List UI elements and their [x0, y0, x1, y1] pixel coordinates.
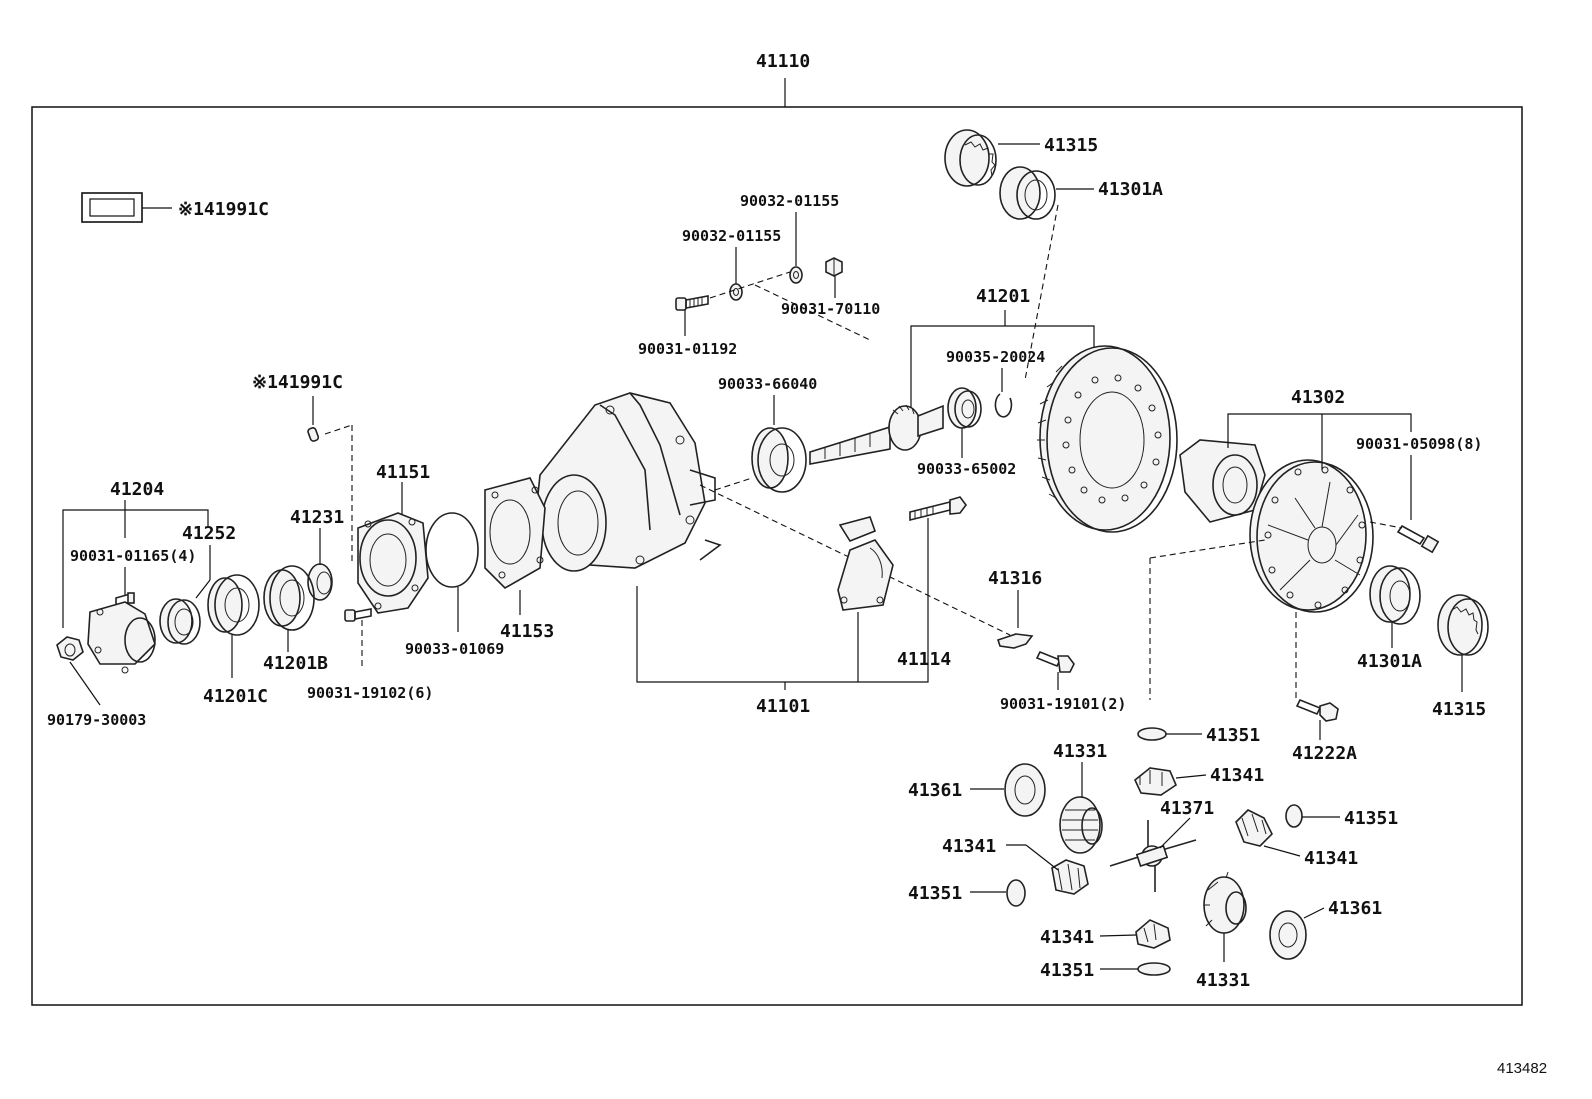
callout-41201[interactable]: 41201 [976, 286, 1030, 307]
callout-41231[interactable]: 41231 [290, 507, 344, 528]
washer-41351-a-icon [1137, 727, 1167, 741]
callout-41201b[interactable]: 41201B [263, 653, 328, 674]
callout-41351-c[interactable]: 41351 [908, 883, 962, 904]
callout-41351-b[interactable]: 41351 [1344, 808, 1398, 829]
callout-90031-01165[interactable]: 90031-01165(4) [70, 547, 196, 565]
callout-90031-19102[interactable]: 90031-19102(6) [307, 684, 433, 702]
ring-gear-icon [1037, 345, 1178, 533]
o-ring-90033-01069-icon [425, 512, 479, 588]
bolt-41222a-icon [1295, 698, 1339, 722]
callout-41204[interactable]: 41204 [110, 479, 164, 500]
callout-90032-01155-b[interactable]: 90032-01155 [682, 227, 781, 245]
bearing-90033-65002-icon [947, 387, 982, 429]
bolt-90031-01165-icon [115, 592, 135, 608]
washer-41351-d-icon [1137, 962, 1171, 976]
callout-90031-01192[interactable]: 90031-01192 [638, 340, 737, 358]
side-gear-41331-b-icon [1203, 871, 1247, 934]
diff-case-left-icon [1179, 439, 1266, 523]
callout-90033-01069[interactable]: 90033-01069 [405, 640, 504, 658]
callout-41371[interactable]: 41371 [1160, 798, 1214, 819]
bearing-41201b-icon [263, 565, 315, 631]
callout-90031-05098[interactable]: 90031-05098(8) [1356, 435, 1482, 453]
callout-41331-b[interactable]: 41331 [1196, 970, 1250, 991]
callout-90031-19101[interactable]: 90031-19101(2) [1000, 695, 1126, 713]
callout-41252[interactable]: 41252 [182, 523, 236, 544]
bearing-cup-41315-bottom-icon [1437, 594, 1489, 656]
callout-90033-66040[interactable]: 90033-66040 [718, 375, 817, 393]
callout-41302[interactable]: 41302 [1291, 387, 1345, 408]
diff-case-flange-41302-icon [1249, 459, 1374, 613]
reference-code: 413482 [1497, 1060, 1547, 1077]
callout-41316[interactable]: 41316 [988, 568, 1042, 589]
thrust-washer-41361-b-icon [1269, 910, 1307, 960]
plug-41991c-icon [307, 427, 320, 442]
callout-41151[interactable]: 41151 [376, 462, 430, 483]
bearing-41201c-icon [207, 574, 260, 636]
thrust-washer-41361-a-icon [1004, 763, 1046, 817]
assembly-frame [31, 106, 1523, 1006]
snap-ring-90035-icon [994, 393, 1013, 418]
callout-41361-b[interactable]: 41361 [1328, 898, 1382, 919]
callout-41341-c[interactable]: 41341 [942, 836, 996, 857]
pinion-shaft-41371-icon [1109, 820, 1197, 892]
bolt-90031-05098-icon [1396, 524, 1440, 554]
pinion-gear-41341-a-icon [1134, 767, 1177, 796]
callout-90033-65002[interactable]: 90033-65002 [917, 460, 1016, 478]
drive-pinion-icon [809, 404, 944, 465]
nut-90179-30003-icon [56, 636, 84, 661]
pinion-gear-41341-b-icon [1235, 809, 1273, 847]
washer-41351-c-icon [1006, 879, 1026, 907]
callout-41991c-mid[interactable]: ※141991C [252, 372, 343, 393]
bearing-cone-41301a-top-icon [999, 166, 1056, 220]
bolt-41114-icon [909, 496, 967, 522]
callout-41201c[interactable]: 41201C [203, 686, 268, 707]
callout-90031-70110[interactable]: 90031-70110 [781, 300, 880, 318]
pinion-gear-41341-c-icon [1051, 859, 1089, 895]
callout-41315-bottom[interactable]: 41315 [1432, 699, 1486, 720]
callout-90179-30003[interactable]: 90179-30003 [47, 711, 146, 729]
callout-41341-d[interactable]: 41341 [1040, 927, 1094, 948]
bearing-cup-41315-top-icon [944, 129, 997, 187]
carrier-housing-icon [534, 392, 722, 572]
callout-41101[interactable]: 41101 [756, 696, 810, 717]
seal-41252-icon [159, 598, 201, 645]
callout-41351-a[interactable]: 41351 [1206, 725, 1260, 746]
bolt-90031-01192-icon [675, 295, 709, 311]
retainer-41151-icon [357, 512, 429, 614]
bearing-cap-upper-icon [837, 516, 894, 611]
callout-41222a[interactable]: 41222A [1292, 743, 1357, 764]
pinion-gear-41341-d-icon [1135, 919, 1171, 949]
washer-90032-a-icon [729, 283, 743, 301]
nut-90031-70110-icon [825, 257, 843, 277]
washer-90032-b-icon [789, 266, 803, 284]
bearing-90033-66040-icon [751, 427, 807, 493]
bolt-90031-19102-icon [344, 608, 372, 622]
lock-plate-41316-icon [996, 633, 1034, 649]
callout-90035-20024[interactable]: 90035-20024 [946, 348, 1045, 366]
companion-flange-icon [87, 601, 156, 674]
callout-41315-top[interactable]: 41315 [1044, 135, 1098, 156]
washer-41351-b-icon [1285, 804, 1303, 828]
callout-41301a-top[interactable]: 41301A [1098, 179, 1163, 200]
label-plate-41991c-icon [81, 192, 143, 223]
callout-41301a-bottom[interactable]: 41301A [1357, 651, 1422, 672]
callout-41331-a[interactable]: 41331 [1053, 741, 1107, 762]
bearing-cone-41301a-bottom-icon [1369, 565, 1421, 625]
callout-41114[interactable]: 41114 [897, 649, 951, 670]
callout-41153[interactable]: 41153 [500, 621, 554, 642]
bolt-90031-19101-icon [1035, 650, 1075, 673]
callout-41341-b[interactable]: 41341 [1304, 848, 1358, 869]
callout-41361-a[interactable]: 41361 [908, 780, 962, 801]
assembly-label[interactable]: 41110 [756, 51, 810, 72]
callout-41351-d[interactable]: 41351 [1040, 960, 1094, 981]
callout-90032-01155-a[interactable]: 90032-01155 [740, 192, 839, 210]
callout-41341-a[interactable]: 41341 [1210, 765, 1264, 786]
gasket-41153-icon [484, 477, 546, 589]
callout-41991c-top[interactable]: ※141991C [178, 199, 269, 220]
side-gear-41331-a-icon [1059, 796, 1103, 854]
